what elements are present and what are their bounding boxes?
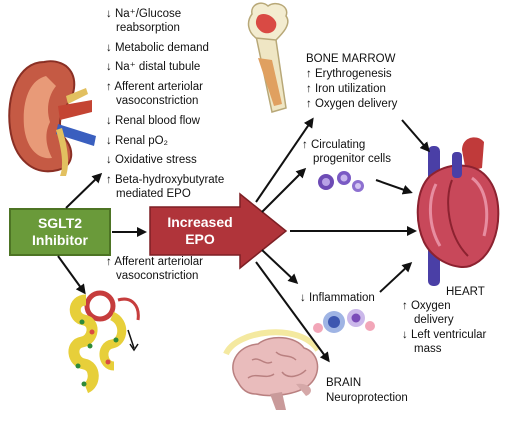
kidney-effect-line: ↓ Metabolic demand <box>106 42 209 54</box>
nephron-icon <box>68 290 140 394</box>
lower-effect-line: vasoconstriction <box>116 270 199 282</box>
bone-marrow-item: ↑ Erythrogenesis <box>306 68 392 80</box>
arrow-sglt2-to-kidney <box>65 172 103 209</box>
lower-effect-line: ↑ Afferent arteriolar <box>106 256 203 268</box>
epo-block-arrow <box>149 192 288 270</box>
kidney-effect-line: ↓ Renal pO₂ <box>106 135 169 147</box>
arrow-sglt2-to-nephron <box>57 255 86 295</box>
bone-marrow-title: BONE MARROW <box>306 53 396 65</box>
kidney-effect-line: ↓ Renal blood flow <box>106 115 200 127</box>
heart-item: delivery <box>414 314 454 326</box>
bone-marrow-item: ↑ Oxygen delivery <box>306 98 398 110</box>
heart-icon <box>416 137 500 286</box>
kidney-effect-line: ↑ Afferent arteriolar <box>106 81 203 93</box>
kidney-effect-line: reabsorption <box>116 22 180 34</box>
brain-subtitle: Neuroprotection <box>326 392 408 404</box>
heart-item: ↓ Left ventricular <box>402 329 487 341</box>
circulating-line: progenitor cells <box>313 153 391 165</box>
inflammation-cells-icon <box>313 309 375 333</box>
kidney-effect-line: vasoconstriction <box>116 95 199 107</box>
epo-label-line2: EPO <box>185 231 215 247</box>
inflammation-label: ↓ Inflammation <box>300 292 375 304</box>
kidney-effect-line: ↓ Oxidative stress <box>106 154 197 166</box>
kidney-effect-line: mediated EPO <box>116 188 191 200</box>
brain-title: BRAIN <box>326 377 362 389</box>
epo-label-line1: Increased <box>167 214 233 230</box>
circulating-line: ↑ Circulating <box>302 139 366 151</box>
arrow-epo-to-progenitor <box>261 167 307 213</box>
connector-arrows <box>57 117 430 363</box>
arrow-inflammation-to-heart <box>379 261 413 293</box>
kidney-effect-line: ↓ Na⁺ distal tubule <box>106 61 201 73</box>
arrow-epo-to-inflammation <box>261 249 299 285</box>
sglt2-label-line1: SGLT2 <box>37 215 83 231</box>
kidney-icon <box>8 60 96 176</box>
kidney-effect-line: ↑ Beta-hydroxybutyrate <box>106 174 225 186</box>
arrow-epo-to-brain <box>255 261 330 363</box>
heart-item: mass <box>414 343 442 355</box>
arrow-bone-marrow-to-heart <box>401 119 430 153</box>
kidney-effect-line: ↓ Na⁺/Glucose <box>106 8 182 20</box>
bone-icon <box>247 2 289 113</box>
sglt2-box <box>9 208 111 256</box>
heart-item: ↑ Oxygen <box>402 300 451 312</box>
epo-label: Increased EPO <box>150 214 250 248</box>
arrow-epo-to-bone-marrow <box>255 117 314 203</box>
sglt2-label-line2: Inhibitor <box>32 232 88 248</box>
progenitor-cells-icon <box>318 171 364 192</box>
arrow-progenitor-to-heart <box>375 179 413 195</box>
sglt2-label: SGLT2 Inhibitor <box>10 215 110 249</box>
brain-icon <box>223 329 321 410</box>
heart-title: HEART <box>446 286 485 298</box>
bone-marrow-item: ↑ Iron utilization <box>306 83 386 95</box>
